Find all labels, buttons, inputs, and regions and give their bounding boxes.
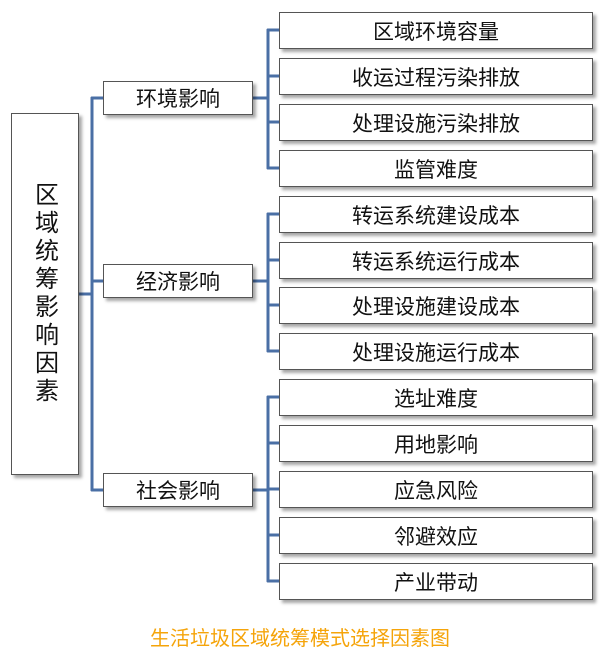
leaf-node: 转运系统运行成本 — [279, 242, 593, 279]
leaf-node: 处理设施污染排放 — [279, 104, 593, 141]
leaf-label: 应急风险 — [394, 478, 478, 503]
leaf-label: 用地影响 — [394, 432, 478, 457]
group-label: 环境影响 — [136, 87, 220, 111]
leaf-node: 处理设施建设成本 — [279, 287, 593, 324]
leaf-label: 区域环境容量 — [373, 19, 499, 44]
leaf-label: 邻避效应 — [394, 524, 478, 549]
leaf-label: 处理设施建设成本 — [352, 294, 520, 319]
leaf-label: 处理设施运行成本 — [352, 340, 520, 365]
group-node-society: 社会影响 — [103, 473, 253, 507]
leaf-node: 邻避效应 — [279, 517, 593, 554]
leaf-label: 监管难度 — [394, 157, 478, 182]
root-node: 区域统筹影响因素 — [11, 113, 79, 475]
group-label: 社会影响 — [136, 479, 220, 503]
leaf-node: 收运过程污染排放 — [279, 58, 593, 95]
leaf-label: 转运系统运行成本 — [352, 249, 520, 274]
leaf-label: 选址难度 — [394, 386, 478, 411]
root-label: 区域统筹影响因素 — [30, 182, 59, 406]
leaf-label: 收运过程污染排放 — [352, 65, 520, 90]
leaf-node: 区域环境容量 — [279, 12, 593, 49]
group-node-environment: 环境影响 — [103, 81, 253, 115]
leaf-node: 监管难度 — [279, 150, 593, 187]
leaf-node: 应急风险 — [279, 471, 593, 508]
leaf-node: 处理设施运行成本 — [279, 333, 593, 370]
leaf-node: 产业带动 — [279, 563, 593, 600]
group-label: 经济影响 — [136, 270, 220, 294]
group-node-economy: 经济影响 — [103, 264, 253, 298]
leaf-label: 产业带动 — [394, 570, 478, 595]
leaf-label: 转运系统建设成本 — [352, 203, 520, 228]
leaf-node: 用地影响 — [279, 425, 593, 462]
leaf-node: 转运系统建设成本 — [279, 196, 593, 233]
leaf-label: 处理设施污染排放 — [352, 111, 520, 136]
figure-caption: 生活垃圾区域统筹模式选择因素图 — [150, 626, 450, 650]
leaf-node: 选址难度 — [279, 379, 593, 416]
